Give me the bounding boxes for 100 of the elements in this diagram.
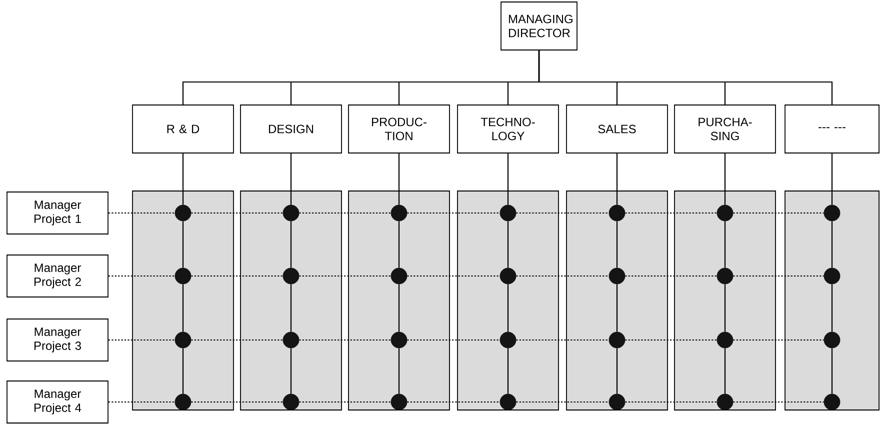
connector-line [831, 284, 833, 332]
department-box: TECHNO- LOGY [457, 104, 559, 154]
connector-line [191, 275, 283, 277]
column-band [132, 190, 234, 410]
junction-dot [608, 268, 626, 284]
junction-dot [500, 332, 516, 348]
connector-line [616, 153, 618, 205]
connector-line [724, 348, 726, 394]
junction-dot [390, 394, 408, 410]
connector-line [108, 275, 175, 277]
department-box: SALES [566, 104, 668, 154]
connector-line [299, 339, 391, 341]
connector-line [398, 153, 400, 205]
connector-line [398, 348, 400, 394]
connector-line [733, 212, 824, 214]
junction-dot [390, 268, 408, 284]
connector-line [108, 212, 175, 214]
connector-line [616, 221, 618, 268]
junction-dot [716, 394, 734, 410]
junction-dot [716, 268, 734, 284]
junction-dot [608, 332, 626, 348]
junction-dot [174, 332, 192, 348]
connector-line [507, 348, 509, 394]
connector-line [191, 401, 283, 403]
column-band [784, 190, 880, 410]
junction-dot [824, 204, 840, 222]
connector-line [290, 284, 292, 332]
manager-box: Manager Project 3 [6, 318, 108, 362]
connector-line [407, 339, 500, 341]
director-box: MANAGING DIRECTOR [500, 2, 578, 50]
junction-dot [174, 268, 192, 284]
connector-line [733, 339, 824, 341]
connector-line [625, 339, 717, 341]
junction-dot [390, 204, 408, 222]
junction-dot [282, 204, 300, 222]
junction-dot [824, 394, 840, 410]
department-box: R & D [132, 104, 234, 154]
department-box: DESIGN [240, 104, 342, 154]
connector-line [108, 401, 175, 403]
department-box: PURCHA- SING [674, 104, 776, 154]
junction-dot [174, 394, 192, 410]
connector-line [724, 284, 726, 332]
connector-line [407, 401, 500, 403]
connector-line [398, 221, 400, 268]
connector-line [299, 212, 391, 214]
connector-line [625, 275, 717, 277]
junction-dot [824, 332, 840, 348]
connector-line [733, 275, 824, 277]
connector-line [516, 212, 609, 214]
connector-line [182, 284, 184, 332]
connector-line [538, 50, 833, 105]
connector-line [724, 221, 726, 268]
connector-line [407, 275, 500, 277]
junction-dot [174, 204, 192, 222]
junction-dot [282, 394, 300, 410]
connector-line [733, 401, 824, 403]
connector-line [191, 339, 283, 341]
department-box: --- --- [784, 104, 880, 154]
connector-line [516, 401, 609, 403]
manager-box: Manager Project 4 [6, 380, 108, 424]
column-band [348, 190, 450, 410]
connector-line [191, 212, 283, 214]
junction-dot [390, 332, 408, 348]
connector-line [516, 275, 609, 277]
junction-dot [716, 332, 734, 348]
connector-line [507, 221, 509, 268]
connector-line [507, 153, 509, 205]
connector-line [398, 284, 400, 332]
connector-line [831, 348, 833, 394]
connector-line [616, 348, 618, 394]
connector-line [507, 284, 509, 332]
manager-box: Manager Project 2 [6, 254, 108, 298]
connector-line [290, 348, 292, 394]
connector-line [724, 153, 726, 205]
connector-line [407, 212, 500, 214]
junction-dot [500, 204, 516, 222]
connector-line [299, 401, 391, 403]
connector-line [108, 339, 175, 341]
junction-dot [608, 204, 626, 222]
connector-line [290, 153, 292, 205]
column-band [674, 190, 776, 410]
column-band [566, 190, 668, 410]
connector-line [625, 401, 717, 403]
connector-line [831, 153, 833, 205]
manager-box: Manager Project 1 [6, 192, 108, 234]
junction-dot [282, 268, 300, 284]
column-band [240, 190, 342, 410]
connector-line [625, 212, 717, 214]
connector-line [182, 348, 184, 394]
connector-line [831, 221, 833, 268]
junction-dot [282, 332, 300, 348]
junction-dot [500, 394, 516, 410]
junction-dot [500, 268, 516, 284]
connector-line [182, 153, 184, 205]
junction-dot [824, 268, 840, 284]
connector-line [299, 275, 391, 277]
connector-line [182, 221, 184, 268]
junction-dot [608, 394, 626, 410]
connector-line [616, 284, 618, 332]
connector-line [290, 221, 292, 268]
